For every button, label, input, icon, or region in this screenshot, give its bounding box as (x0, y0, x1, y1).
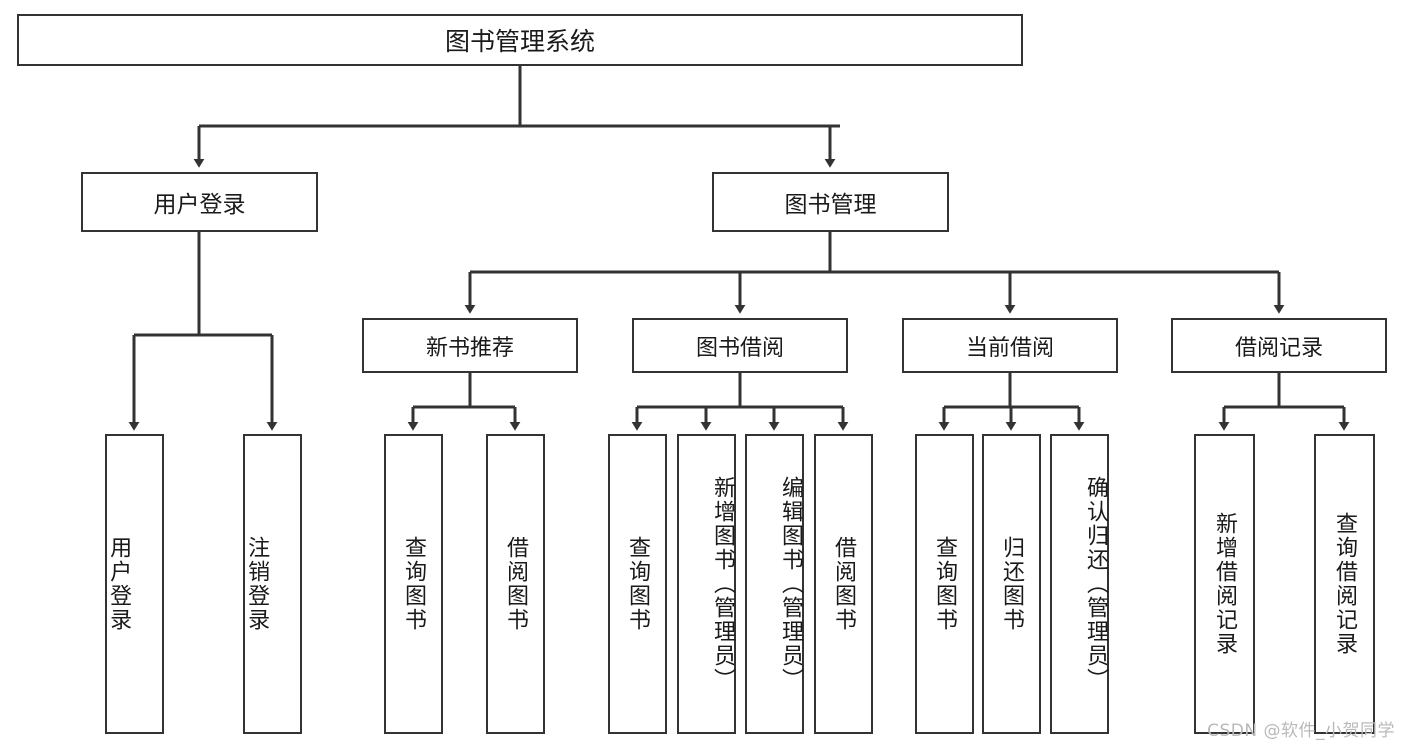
node-leaf-borrow-book[interactable]: 借阅图书 (814, 434, 873, 734)
node-book-borrow[interactable]: 图书借阅 (632, 318, 848, 373)
node-label: 归还图书 (999, 536, 1025, 632)
node-borrow-record[interactable]: 借阅记录 (1171, 318, 1387, 373)
node-label: 借阅记录 (1234, 335, 1323, 361)
csdn-watermark: CSDN @软件_小贺同学 (1207, 721, 1395, 741)
node-label: 查询借阅记录 (1332, 512, 1358, 656)
node-label: 用户登录 (153, 192, 246, 218)
node-leaf-confirm-return[interactable]: 确认归还（管理员） (1050, 434, 1109, 734)
node-leaf-add-book[interactable]: 新增图书（管理员） (677, 434, 736, 734)
node-user-login[interactable]: 用户登录 (81, 172, 318, 232)
node-label: 图书管理系统 (444, 27, 595, 56)
node-leaf-logout-login[interactable]: 注销登录 (243, 434, 302, 734)
node-label: 查询图书 (932, 536, 958, 632)
node-leaf-edit-book[interactable]: 编辑图书（管理员） (745, 434, 804, 734)
node-root-book-management-system[interactable]: 图书管理系统 (17, 14, 1023, 66)
node-label: 借阅图书 (831, 536, 857, 632)
node-leaf-user-login[interactable]: 用户登录 (105, 434, 164, 734)
node-label: 借阅图书 (503, 536, 529, 632)
node-label: 图书管理 (784, 192, 877, 218)
node-leaf-query-book-recommend[interactable]: 查询图书 (384, 434, 443, 734)
node-leaf-return-book[interactable]: 归还图书 (982, 434, 1041, 734)
node-leaf-add-borrow-record[interactable]: 新增借阅记录 (1194, 434, 1255, 734)
node-leaf-query-book-current[interactable]: 查询图书 (915, 434, 974, 734)
node-label: 编辑图书（管理员） (778, 476, 803, 692)
node-label: 新书推荐 (425, 335, 514, 361)
node-label: 查询图书 (625, 536, 651, 632)
node-leaf-query-book-borrow[interactable]: 查询图书 (608, 434, 667, 734)
node-label: 图书借阅 (695, 335, 784, 361)
node-label: 当前借阅 (965, 335, 1054, 361)
node-label: 新增借阅记录 (1212, 512, 1238, 656)
node-leaf-borrow-book-recommend[interactable]: 借阅图书 (486, 434, 545, 734)
node-current-borrow[interactable]: 当前借阅 (902, 318, 1118, 373)
node-leaf-query-borrow-record[interactable]: 查询借阅记录 (1314, 434, 1375, 734)
node-label: 注销登录 (244, 536, 270, 632)
node-new-book-recommend[interactable]: 新书推荐 (362, 318, 578, 373)
node-label: 用户登录 (106, 536, 132, 632)
node-book-management[interactable]: 图书管理 (712, 172, 949, 232)
node-label: 确认归还（管理员） (1083, 476, 1108, 692)
node-label: 新增图书（管理员） (710, 476, 735, 692)
node-label: 查询图书 (401, 536, 427, 632)
